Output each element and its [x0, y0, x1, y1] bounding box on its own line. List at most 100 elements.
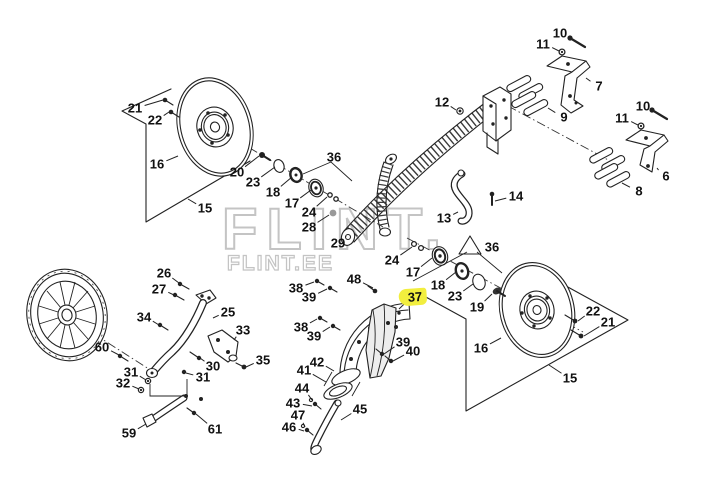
part-label-27[interactable]: 27 [151, 281, 167, 297]
disc-fork-arm [376, 161, 394, 237]
leader-line-40 [392, 354, 405, 362]
leader-line-21 [144, 99, 164, 107]
part-label-20[interactable]: 20 [229, 164, 245, 180]
leader-line-23 [260, 166, 276, 178]
part-label-15[interactable]: 15 [197, 200, 213, 216]
part-label-60[interactable]: 60 [94, 339, 110, 355]
part-label-10[interactable]: 10 [552, 25, 568, 41]
part-label-18[interactable]: 18 [430, 277, 446, 293]
part-label-28[interactable]: 28 [301, 219, 317, 235]
part-label-13[interactable]: 13 [436, 210, 452, 226]
leader-line-24 [316, 196, 328, 207]
leader-line-8 [621, 182, 631, 188]
leader-line-39 [322, 326, 331, 333]
part-label-31[interactable]: 31 [195, 369, 211, 385]
part-label-17[interactable]: 17 [284, 195, 300, 211]
o-ring-24 [327, 192, 333, 198]
part-label-39[interactable]: 39 [306, 328, 322, 344]
part-label-25[interactable]: 25 [220, 304, 236, 320]
leader-line-44 [307, 394, 313, 401]
part-label-39[interactable]: 39 [301, 289, 317, 305]
hub-hardware-left [259, 152, 353, 217]
leader-line-6 [656, 167, 659, 171]
part-label-37[interactable]: 37 [398, 287, 428, 307]
part-label-11[interactable]: 11 [615, 110, 629, 126]
part-label-7[interactable]: 7 [595, 78, 603, 94]
bracket-line-36-left [302, 161, 353, 182]
leader-line-18 [445, 271, 457, 281]
part-label-22[interactable]: 22 [585, 303, 601, 319]
leader-line-15 [548, 364, 562, 374]
hub-hardware-right [410, 235, 506, 297]
part-label-44[interactable]: 44 [294, 380, 310, 396]
scraper-arm-45 [310, 399, 342, 455]
part-label-16[interactable]: 16 [149, 156, 165, 172]
leader-line-39 [383, 346, 395, 355]
leader-line-35 [245, 362, 254, 368]
part-label-42[interactable]: 42 [309, 354, 325, 370]
part-label-43[interactable]: 43 [285, 395, 301, 411]
part-label-23[interactable]: 23 [245, 174, 261, 190]
part-label-33[interactable]: 33 [235, 322, 251, 338]
leader-line-24 [400, 246, 413, 256]
part-label-6[interactable]: 6 [662, 168, 670, 184]
part-label-26[interactable]: 26 [156, 265, 172, 281]
part-label-16[interactable]: 16 [473, 340, 489, 356]
part-label-12[interactable]: 12 [434, 94, 450, 110]
part-label-39[interactable]: 39 [395, 334, 411, 350]
leader-line-16 [166, 155, 179, 162]
gauge-wheel [26, 268, 108, 362]
leader-line-41 [312, 373, 327, 383]
leader-line-23 [463, 283, 474, 292]
part-label-41[interactable]: 41 [296, 362, 312, 378]
part-label-48[interactable]: 48 [346, 271, 362, 287]
part-label-36[interactable]: 36 [484, 239, 500, 255]
scraper-handle-13 [450, 169, 473, 225]
leader-line-12 [450, 106, 457, 111]
leader-line-27 [168, 291, 175, 296]
part-label-29[interactable]: 29 [330, 235, 346, 251]
plug-28 [329, 209, 337, 217]
leader-line-14 [494, 197, 507, 202]
part-label-40[interactable]: 40 [405, 343, 421, 359]
part-label-31[interactable]: 31 [123, 364, 139, 380]
part-label-8[interactable]: 8 [635, 183, 643, 199]
part-label-34[interactable]: 34 [136, 309, 152, 325]
leader-line-16 [489, 337, 502, 345]
part-label-18[interactable]: 18 [265, 184, 281, 200]
part-label-30[interactable]: 30 [205, 358, 221, 374]
part-label-38[interactable]: 38 [288, 280, 304, 296]
part-label-24[interactable]: 24 [384, 252, 400, 268]
part-label-59[interactable]: 59 [121, 425, 137, 441]
part-label-19[interactable]: 19 [469, 299, 485, 315]
part-label-14[interactable]: 14 [508, 188, 524, 204]
part-label-23[interactable]: 23 [447, 288, 463, 304]
o-ring-24 [410, 240, 418, 248]
part-label-35[interactable]: 35 [255, 352, 271, 368]
part-label-61[interactable]: 61 [207, 421, 223, 437]
part-label-45[interactable]: 45 [352, 401, 368, 417]
part-label-46[interactable]: 46 [281, 419, 297, 435]
leader-line-60 [110, 350, 120, 356]
leader-line-18 [280, 176, 293, 187]
part-label-17[interactable]: 17 [405, 264, 421, 280]
part-label-24[interactable]: 24 [301, 204, 317, 220]
leader-line-39 [317, 288, 328, 294]
part-label-10[interactable]: 10 [635, 98, 651, 114]
part-label-47[interactable]: 47 [290, 407, 306, 423]
part-label-21[interactable]: 21 [600, 314, 616, 330]
link-59 [142, 394, 188, 428]
part-label-36[interactable]: 36 [326, 149, 342, 165]
part-label-22[interactable]: 22 [147, 112, 163, 128]
mount-bracket-6 [625, 129, 669, 173]
main-arm-tube [340, 98, 499, 246]
mount-bracket-7 [546, 55, 591, 114]
part-label-9[interactable]: 9 [560, 109, 568, 125]
part-label-32[interactable]: 32 [115, 375, 131, 391]
leader-line-42 [325, 365, 335, 372]
part-label-38[interactable]: 38 [293, 319, 309, 335]
part-label-15[interactable]: 15 [562, 370, 578, 386]
part-label-11[interactable]: 11 [536, 36, 550, 52]
part-label-21[interactable]: 21 [127, 100, 143, 116]
